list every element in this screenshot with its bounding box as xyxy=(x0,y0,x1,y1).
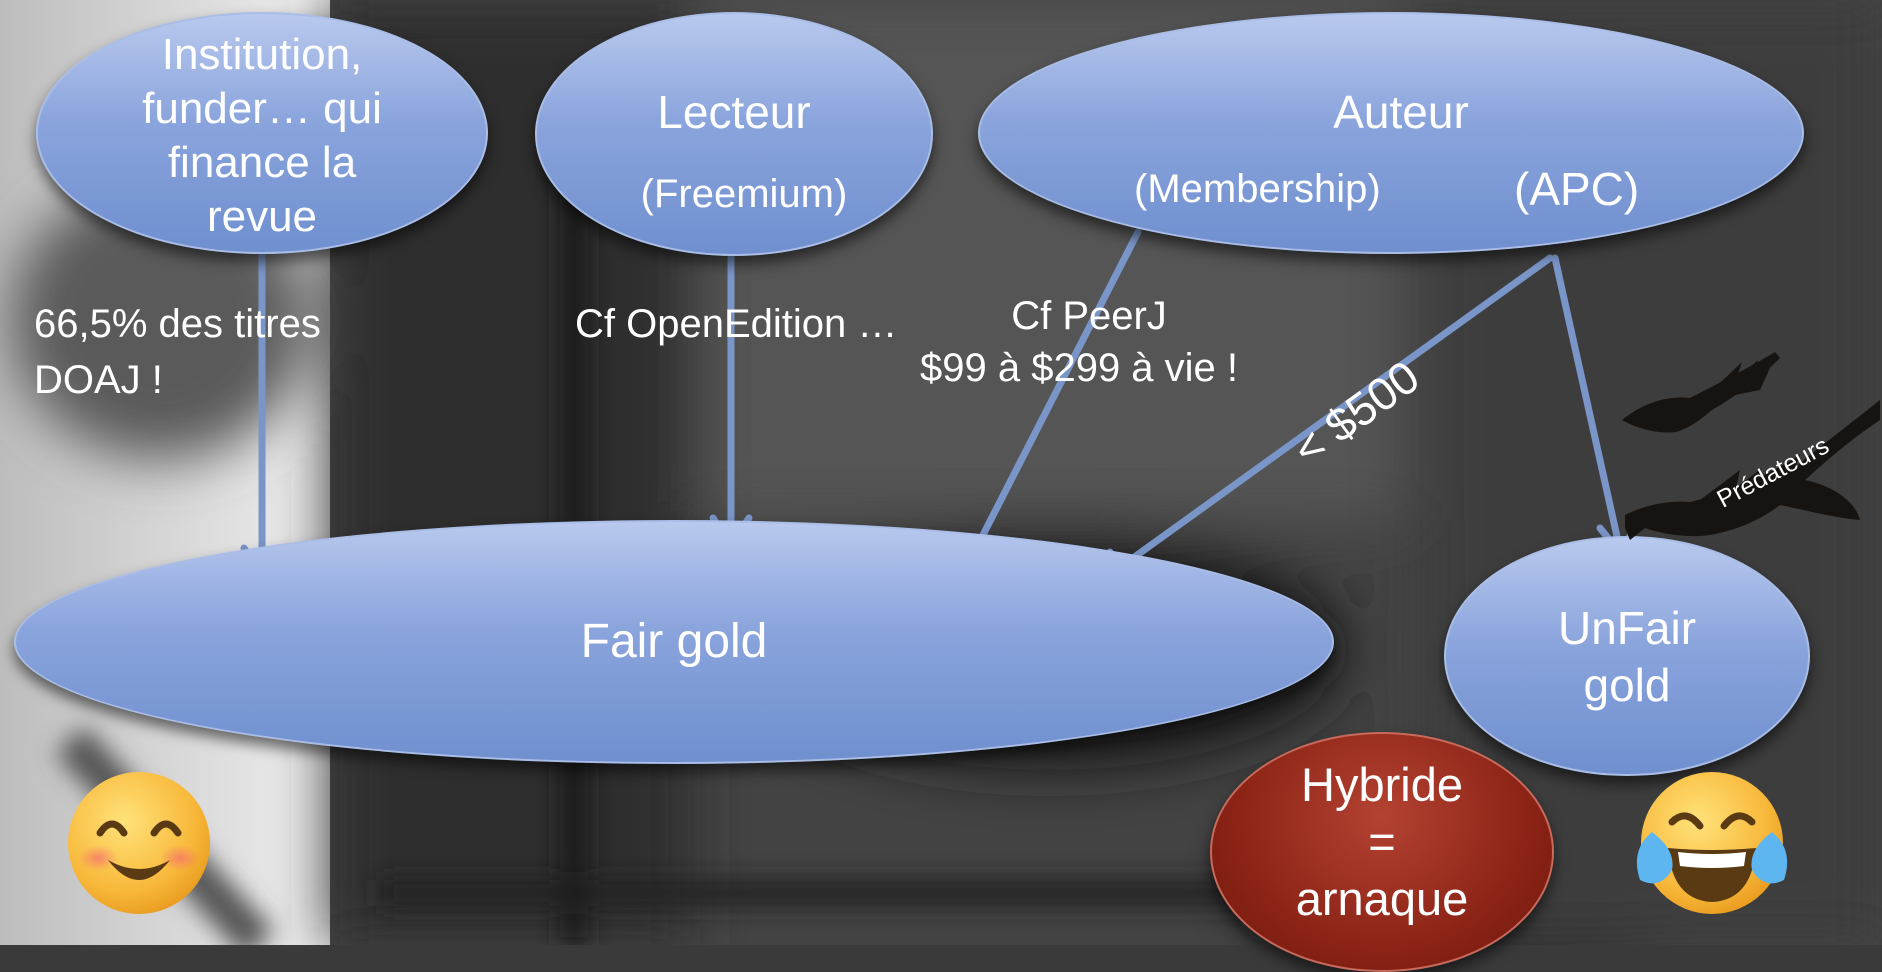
auteur-membership: (Membership) xyxy=(1134,167,1381,211)
institution-line-3: finance la xyxy=(167,138,357,187)
doaj-annotation: 66,5% des titres DOAJ ! xyxy=(34,296,321,408)
lecteur-node: Lecteur (Freemium) xyxy=(535,12,933,256)
fair-gold-node: Fair gold xyxy=(14,520,1334,764)
vulture-silhouette xyxy=(1622,352,1880,540)
peerj-line-1: Cf PeerJ xyxy=(1011,294,1167,338)
lecteur-title: Lecteur xyxy=(657,86,811,138)
tears-of-joy-emoji xyxy=(1636,772,1788,914)
institution-line-1: Institution, xyxy=(161,30,363,79)
hybride-line-3: arnaque xyxy=(1295,872,1469,925)
lecteur-subtitle: (Freemium) xyxy=(640,172,848,216)
unfair-gold-node: UnFair gold xyxy=(1444,536,1810,776)
hybride-line-2: = xyxy=(1368,815,1396,868)
doaj-line-2: DOAJ ! xyxy=(34,358,163,402)
institution-line-2: funder… qui xyxy=(142,84,382,133)
doaj-line-1: 66,5% des titres xyxy=(34,302,321,346)
auteur-apc: (APC) xyxy=(1514,163,1640,215)
smiling-face-emoji xyxy=(68,772,210,914)
peerj-annotation: Cf PeerJ $99 à $299 à vie ! xyxy=(920,290,1238,394)
hybride-node: Hybride = arnaque xyxy=(1210,732,1554,972)
fair-gold-label: Fair gold xyxy=(580,615,768,668)
openedition-annotation: Cf OpenEdition … xyxy=(575,302,898,346)
institution-node: Institution, funder… qui finance la revu… xyxy=(36,12,488,254)
unfair-gold-line-1: UnFair xyxy=(1557,602,1697,654)
peerj-line-2: $99 à $299 à vie ! xyxy=(920,346,1239,390)
hybride-line-1: Hybride xyxy=(1301,758,1463,811)
auteur-node: Auteur (Membership) (APC) xyxy=(978,12,1804,254)
institution-line-4: revue xyxy=(206,192,318,241)
unfair-gold-line-2: gold xyxy=(1583,659,1671,711)
auteur-title: Auteur xyxy=(1333,86,1469,138)
